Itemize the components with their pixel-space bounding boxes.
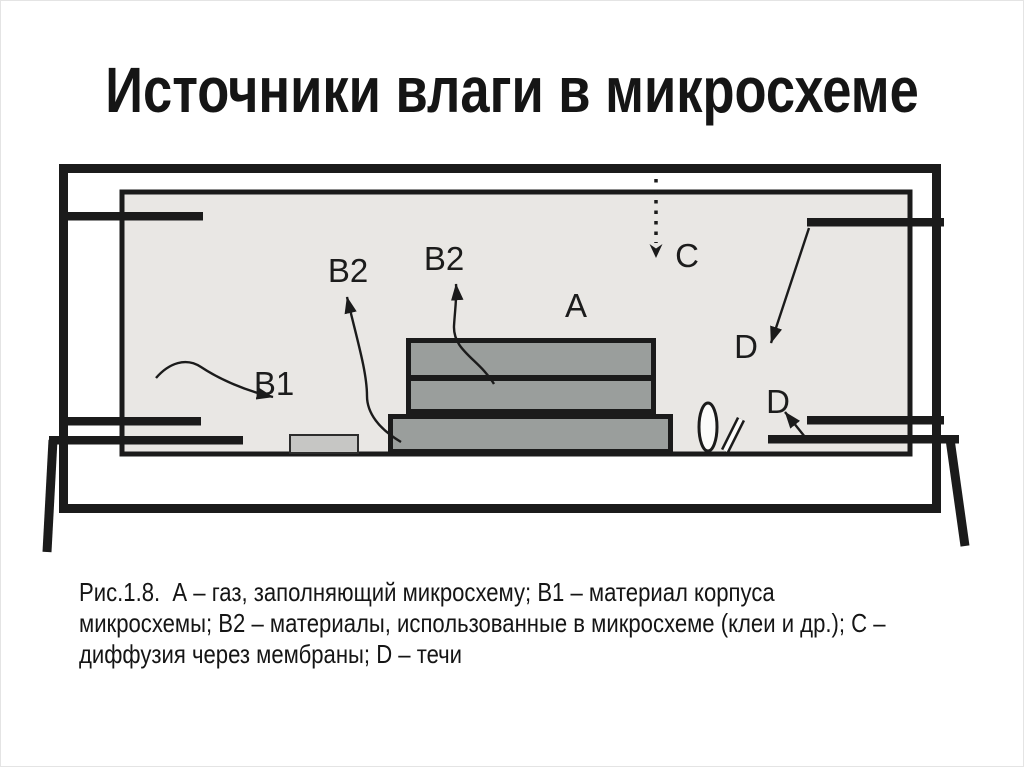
package-leg-left — [42, 439, 58, 553]
lead-mid-right — [807, 416, 944, 425]
package-leg-right — [945, 438, 970, 547]
arrow-b1 — [155, 360, 274, 400]
lead-mid-left — [63, 417, 201, 426]
label-d-upper: D — [734, 328, 758, 365]
label-b2-left: B2 — [328, 252, 368, 289]
page-title-text: Источники влаги в микросхеме — [105, 54, 919, 126]
label-b1: B1 — [254, 365, 294, 402]
chip-base-block — [388, 414, 673, 454]
small-component — [289, 434, 359, 454]
lead-top-left — [59, 212, 203, 221]
figure-caption: Рис.1.8. А – газ, заполняющий микросхему… — [79, 577, 886, 669]
arrow-c-arrowhead — [649, 244, 663, 258]
label-b2-right: B2 — [424, 240, 464, 277]
label-a: A — [565, 287, 587, 324]
arrow-d-lower — [784, 411, 806, 438]
lead-bottom-right — [768, 435, 959, 444]
debris-stick — [723, 418, 743, 452]
page-title: Источники влаги в микросхеме — [1, 58, 1023, 122]
arrow-b2-left — [344, 296, 402, 444]
label-c: C — [675, 237, 699, 274]
package-outer-frame — [59, 164, 941, 513]
arrow-d-upper — [769, 227, 811, 344]
label-d-lower: D — [766, 383, 790, 420]
lead-top-right — [807, 218, 944, 227]
void-ellipse — [697, 401, 719, 453]
lead-bottom-left — [49, 436, 243, 445]
arrow-b2-right — [451, 283, 496, 385]
